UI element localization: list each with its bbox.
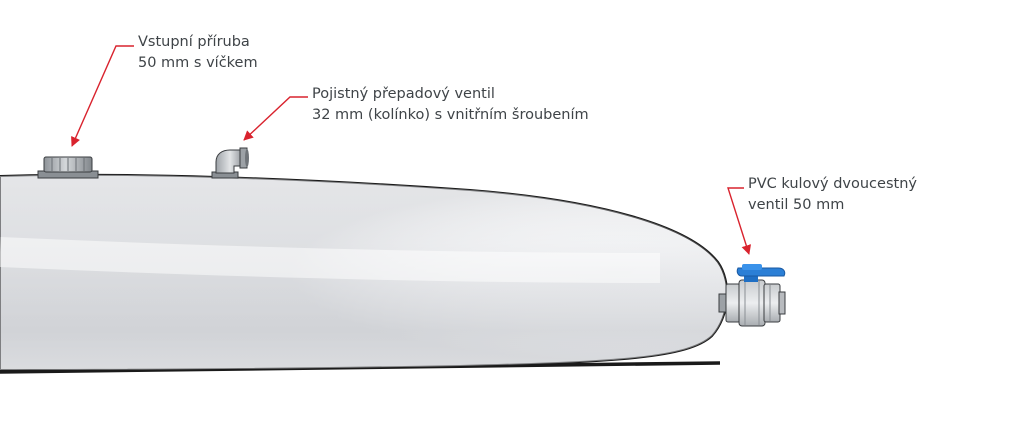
label-ball-valve: PVC kulový dvoucestný ventil 50 mm [748, 174, 917, 216]
label-valve-line2: ventil 50 mm [748, 197, 845, 213]
label-inlet-line2: 50 mm s víčkem [138, 55, 258, 71]
ball-valve-icon [718, 264, 786, 327]
tank-body [0, 173, 729, 372]
label-inlet-flange: Vstupní příruba 50 mm s víčkem [138, 32, 258, 74]
label-inlet-line1: Vstupní příruba [138, 34, 250, 50]
label-overflow-valve: Pojistný přepadový ventil 32 mm (kolínko… [312, 84, 589, 126]
label-valve-line1: PVC kulový dvoucestný [748, 176, 917, 192]
label-overflow-line2: 32 mm (kolínko) s vnitřním šroubením [312, 107, 589, 123]
leader-valve [727, 187, 751, 255]
inlet-flange-icon [37, 156, 99, 179]
label-overflow-line1: Pojistný přepadový ventil [312, 86, 495, 102]
overflow-elbow-icon [211, 147, 249, 179]
leader-inlet [71, 45, 134, 147]
leader-overflow [243, 96, 308, 141]
